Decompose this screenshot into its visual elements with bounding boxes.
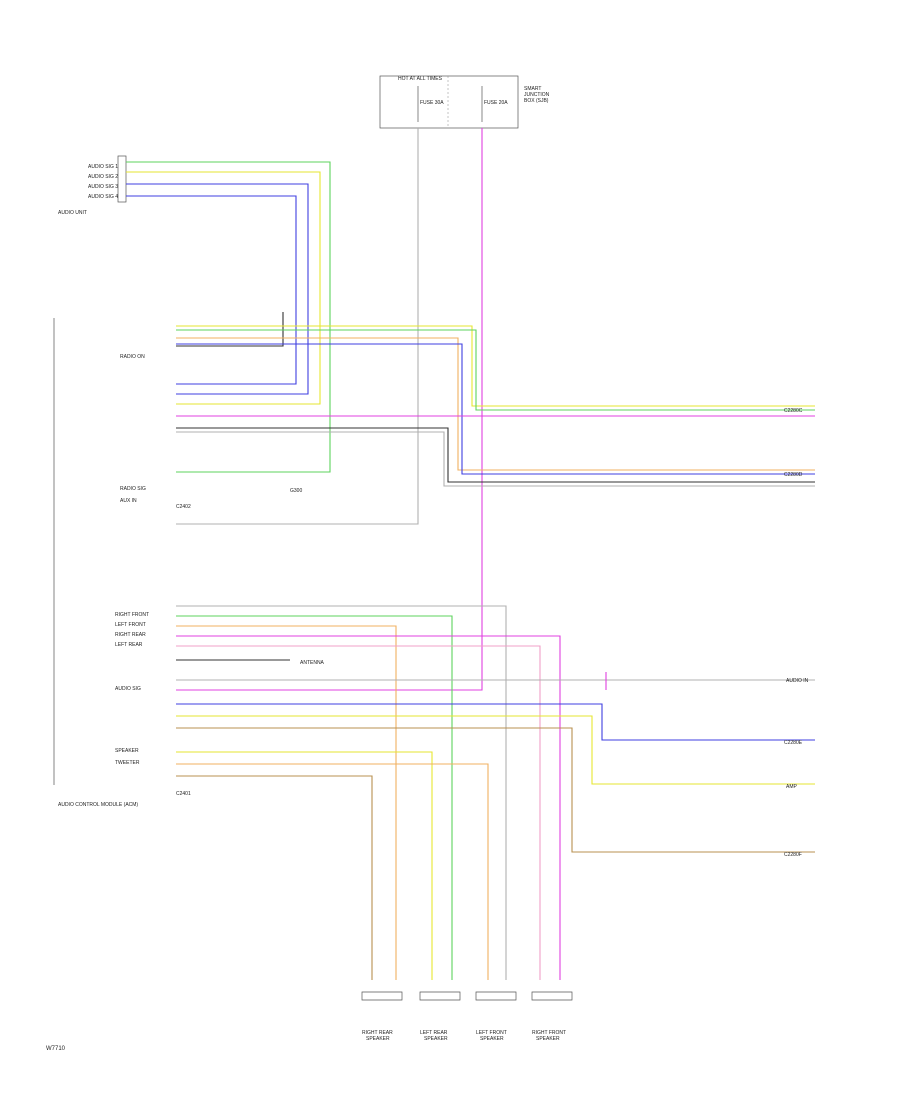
right-note-0: AUDIO IN bbox=[786, 678, 809, 684]
speaker-left-rear-label-1: LEFT REAR bbox=[420, 1030, 448, 1036]
right-connector-3: C2280F bbox=[784, 852, 802, 858]
junction-box: HOT AT ALL TIMES FUSE 30A FUSE 20A SMART… bbox=[379, 75, 550, 129]
fuse-b-label: FUSE 20A bbox=[484, 100, 508, 106]
wire-black-1 bbox=[176, 312, 284, 347]
ground-note: G300 bbox=[290, 488, 302, 494]
pin-group-label-0: C2402 bbox=[176, 504, 191, 510]
speaker-left-rear: LEFT REAR SPEAKER bbox=[419, 991, 461, 1042]
speaker-left-front: LEFT FRONT SPEAKER bbox=[475, 991, 517, 1042]
left-label-13: TWEETER bbox=[115, 760, 140, 766]
wires bbox=[126, 128, 815, 980]
right-connectors: C2280C C2280D C2280E C2280F AUDIO IN AMP… bbox=[290, 408, 809, 858]
audio-control-module-label: AUDIO CONTROL MODULE (ACM) bbox=[58, 802, 138, 808]
wire-blue-4 bbox=[176, 703, 815, 741]
junction-box-title-2: JUNCTION bbox=[524, 92, 550, 98]
speaker-left-front-label-2: SPEAKER bbox=[480, 1036, 504, 1042]
wire-yellow-4 bbox=[176, 751, 433, 980]
right-note-2: AMP bbox=[786, 784, 798, 790]
wire-blue-3 bbox=[176, 343, 815, 475]
left-label-9: RIGHT REAR bbox=[115, 632, 146, 638]
wire-orange-3 bbox=[176, 763, 489, 980]
wire-magenta-fuse bbox=[176, 128, 483, 691]
page-code: W7710 bbox=[46, 1046, 66, 1052]
left-label-8: LEFT FRONT bbox=[115, 622, 146, 628]
left-label-3: AUDIO SIG 4 bbox=[88, 194, 118, 200]
speaker-left-front-label-1: LEFT FRONT bbox=[476, 1030, 507, 1036]
junction-box-title-1: SMART bbox=[524, 86, 541, 92]
wire-brown-2 bbox=[176, 775, 373, 980]
right-connector-2: C2280E bbox=[784, 740, 803, 746]
wire-black-2 bbox=[176, 427, 815, 483]
wire-yellow-3 bbox=[176, 715, 815, 785]
wire-orange-1 bbox=[176, 337, 815, 471]
audio-unit-outline bbox=[117, 155, 127, 203]
wire-green-2 bbox=[176, 329, 815, 411]
left-label-0: AUDIO SIG 1 bbox=[88, 164, 118, 170]
wire-yellow-2 bbox=[176, 325, 815, 407]
audio-unit-label: AUDIO UNIT bbox=[58, 210, 87, 216]
junction-box-outline bbox=[379, 75, 519, 129]
antenna-note: ANTENNA bbox=[300, 660, 325, 666]
junction-box-title-3: BOX (SJB) bbox=[524, 98, 549, 104]
audio-unit-connector: AUDIO UNIT AUDIO SIG 1 AUDIO SIG 2 AUDIO… bbox=[58, 155, 127, 216]
speaker-right-rear: RIGHT REAR SPEAKER bbox=[361, 991, 403, 1042]
right-connector-0: C2280C bbox=[784, 408, 803, 414]
right-connector-1: C2280D bbox=[784, 472, 803, 478]
speaker-right-front-label-1: RIGHT FRONT bbox=[532, 1030, 566, 1036]
wire-magenta-3 bbox=[176, 635, 561, 980]
hot-at-all-times-label: HOT AT ALL TIMES bbox=[398, 76, 443, 82]
left-label-7: RIGHT FRONT bbox=[115, 612, 149, 618]
speaker-right-rear-label-2: SPEAKER bbox=[366, 1036, 390, 1042]
wire-yellow-1 bbox=[126, 171, 321, 405]
left-label-4: RADIO ON bbox=[120, 354, 145, 360]
wire-green-3 bbox=[176, 615, 453, 980]
wire-orange-2 bbox=[176, 625, 397, 980]
speaker-left-rear-label-2: SPEAKER bbox=[424, 1036, 448, 1042]
left-label-5: RADIO SIG bbox=[120, 486, 146, 492]
wire-gray-fuse bbox=[176, 128, 419, 525]
left-label-10: LEFT REAR bbox=[115, 642, 143, 648]
wire-green-1 bbox=[126, 161, 331, 473]
speaker-right-rear-label-1: RIGHT REAR bbox=[362, 1030, 393, 1036]
left-label-2: AUDIO SIG 3 bbox=[88, 184, 118, 190]
speaker-right-front: RIGHT FRONT SPEAKER bbox=[531, 991, 573, 1042]
fuse-a-label: FUSE 30A bbox=[420, 100, 444, 106]
wire-pink-1 bbox=[176, 645, 541, 980]
wire-blue-2 bbox=[126, 195, 297, 385]
audio-control-module: AUDIO CONTROL MODULE (ACM) C2402 C2401 R… bbox=[53, 318, 191, 808]
wire-gray-2 bbox=[176, 431, 815, 487]
left-label-1: AUDIO SIG 2 bbox=[88, 174, 118, 180]
wire-blue-1 bbox=[126, 183, 309, 395]
left-label-12: SPEAKER bbox=[115, 748, 139, 754]
wire-brown-1 bbox=[176, 727, 815, 853]
pin-group-label-2: C2401 bbox=[176, 791, 191, 797]
left-label-6: AUX IN bbox=[120, 498, 137, 504]
left-label-11: AUDIO SIG bbox=[115, 686, 141, 692]
wire-gray-3 bbox=[176, 605, 507, 980]
speakers: RIGHT REAR SPEAKER LEFT REAR SPEAKER LEF… bbox=[361, 991, 573, 1042]
speaker-right-front-label-2: SPEAKER bbox=[536, 1036, 560, 1042]
